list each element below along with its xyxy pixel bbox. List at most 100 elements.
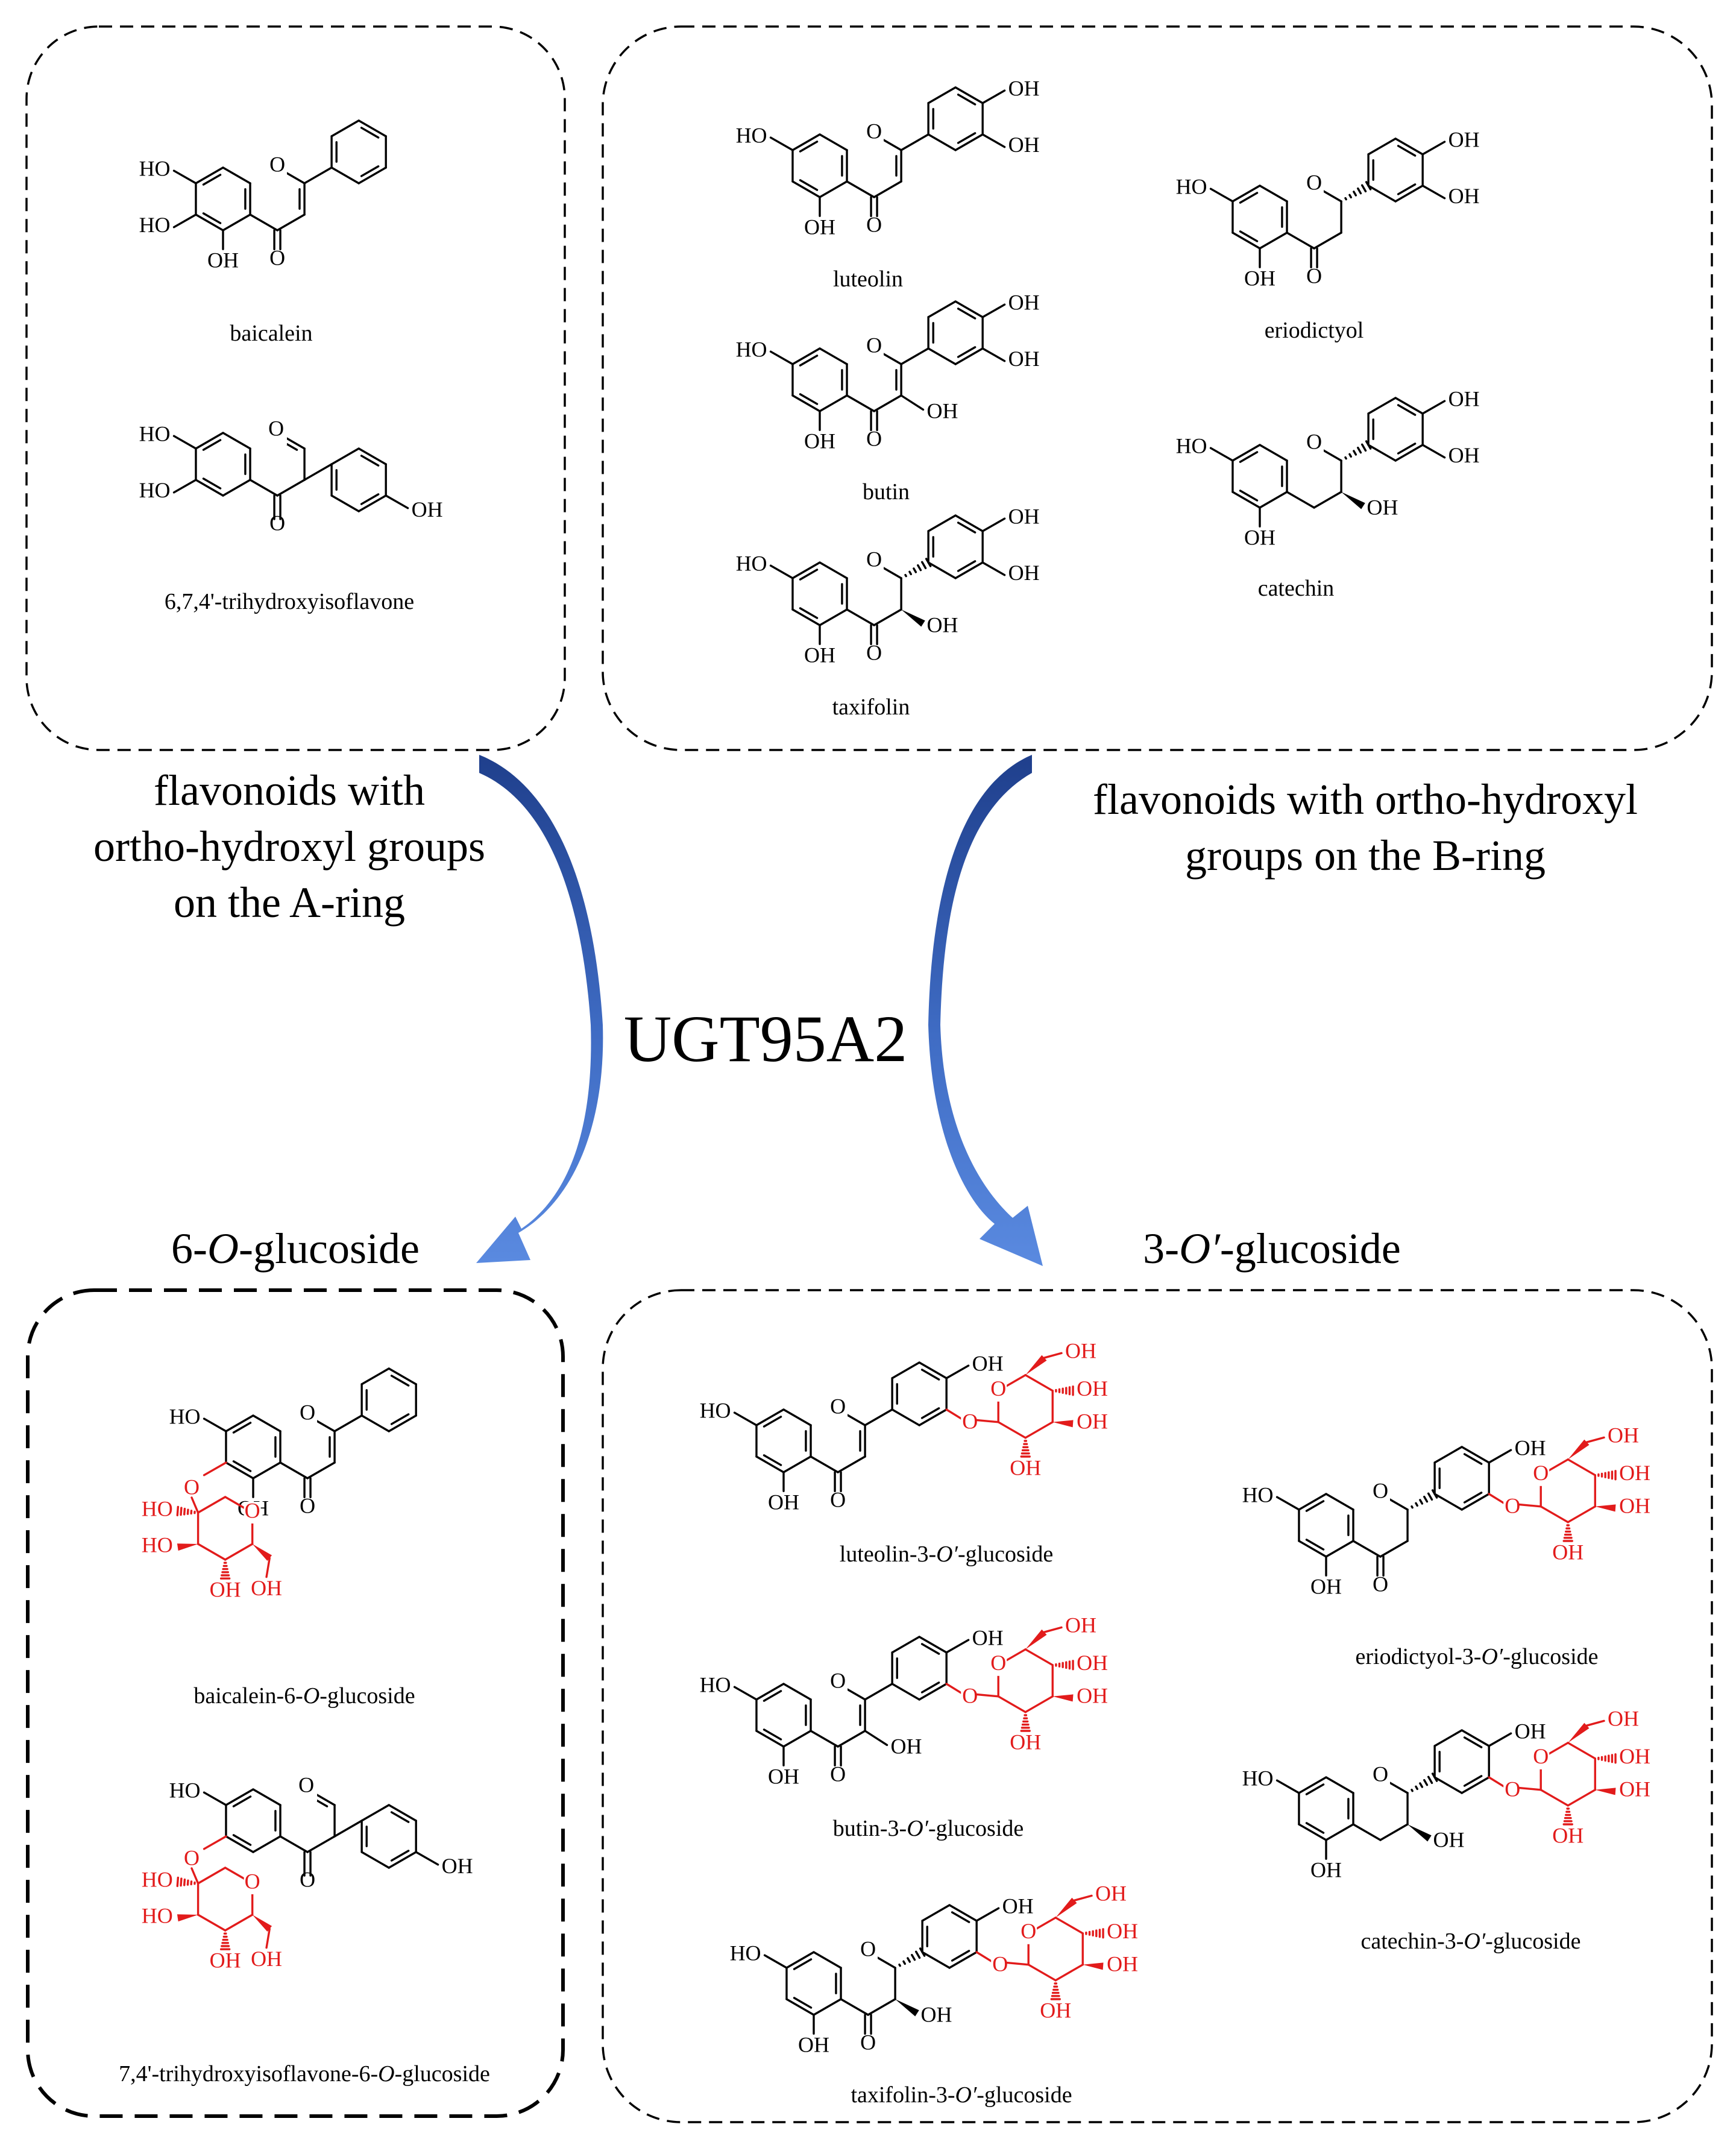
svg-text:OH: OH <box>921 2003 952 2027</box>
svg-text:O: O <box>245 1869 260 1893</box>
product-name-isoflavone-glucoside: 7,4'-trihydroxyisoflavone-6-O-glucoside <box>119 2061 490 2087</box>
svg-text:OH: OH <box>412 497 443 521</box>
svg-text:O: O <box>992 1952 1008 1976</box>
svg-text:OH: OH <box>1002 1894 1034 1918</box>
svg-text:O: O <box>866 547 882 571</box>
svg-text:OH: OH <box>1040 1998 1071 2022</box>
svg-text:OH: OH <box>1448 443 1480 467</box>
svg-text:OH: OH <box>210 1577 241 1601</box>
svg-text:OH: OH <box>1008 133 1040 157</box>
svg-text:OH: OH <box>1608 1423 1639 1448</box>
svg-text:OH: OH <box>1619 1461 1650 1485</box>
o3-product-box <box>602 1289 1713 2123</box>
svg-text:OH: OH <box>1619 1494 1650 1518</box>
svg-text:OH: OH <box>972 1625 1004 1649</box>
molecule-structures: OOOHHOHOOOOHHOHOOOOHHOOHOHOOOHOHHOOHOHOO… <box>139 76 1651 2056</box>
svg-text:OH: OH <box>1448 184 1480 208</box>
svg-text:OH: OH <box>1552 1823 1583 1847</box>
svg-text:O: O <box>184 1475 200 1499</box>
svg-text:OH: OH <box>1008 76 1040 100</box>
o6-glucoside-title: 6-O-glucoside <box>171 1224 420 1273</box>
left-curved-arrow <box>476 755 603 1263</box>
svg-text:O: O <box>300 1868 315 1892</box>
svg-text:OH: OH <box>891 1734 922 1759</box>
svg-text:HO: HO <box>139 213 171 237</box>
svg-text:O: O <box>866 119 882 143</box>
svg-text:OH: OH <box>1077 1376 1108 1400</box>
svg-text:O: O <box>990 1376 1006 1400</box>
svg-text:O: O <box>830 1488 846 1512</box>
svg-text:OH: OH <box>1107 1919 1138 1943</box>
svg-text:OH: OH <box>251 1947 282 1971</box>
svg-text:OH: OH <box>1515 1719 1546 1743</box>
svg-text:HO: HO <box>736 337 767 361</box>
svg-text:HO: HO <box>139 421 171 446</box>
svg-text:OH: OH <box>1448 127 1480 151</box>
svg-text:O: O <box>1373 1572 1388 1596</box>
svg-text:OH: OH <box>768 1490 799 1514</box>
product-name-luteolin-glucoside: luteolin-3-O′-glucoside <box>840 1542 1053 1567</box>
svg-text:O: O <box>860 2031 876 2055</box>
svg-text:HO: HO <box>700 1672 731 1697</box>
compound-name-taxifolin: taxifolin <box>832 695 910 720</box>
svg-text:OH: OH <box>1010 1455 1041 1479</box>
svg-text:OH: OH <box>207 248 239 272</box>
svg-text:OH: OH <box>1433 1828 1465 1852</box>
svg-text:OH: OH <box>1065 1613 1096 1637</box>
svg-text:O: O <box>245 1498 260 1522</box>
svg-text:OH: OH <box>804 215 835 239</box>
svg-text:HO: HO <box>1176 174 1207 198</box>
svg-text:O: O <box>830 1762 846 1786</box>
svg-text:OH: OH <box>1619 1744 1650 1768</box>
svg-text:O: O <box>962 1684 978 1708</box>
compound-name-luteolin: luteolin <box>833 266 903 292</box>
svg-text:OH: OH <box>1448 386 1480 411</box>
svg-text:OH: OH <box>1552 1540 1583 1564</box>
svg-text:OH: OH <box>798 2032 829 2056</box>
svg-text:OH: OH <box>1367 496 1398 520</box>
svg-text:O: O <box>1533 1744 1549 1768</box>
svg-text:O: O <box>1373 1478 1388 1502</box>
svg-text:OH: OH <box>1107 1952 1138 1976</box>
svg-text:OH: OH <box>1095 1882 1127 1906</box>
svg-text:HO: HO <box>700 1398 731 1422</box>
svg-text:HO: HO <box>139 478 171 502</box>
svg-text:O: O <box>1306 429 1322 453</box>
svg-text:OH: OH <box>804 643 835 667</box>
svg-text:O: O <box>830 1668 846 1692</box>
compound-name-butin: butin <box>863 479 910 505</box>
svg-text:OH: OH <box>1008 347 1040 371</box>
svg-text:O: O <box>990 1651 1006 1675</box>
svg-text:O: O <box>866 641 882 665</box>
svg-text:OH: OH <box>1008 561 1040 585</box>
o3-glucoside-title: 3-O′-glucoside <box>1143 1224 1401 1273</box>
svg-text:OH: OH <box>1244 525 1275 549</box>
svg-text:O: O <box>268 416 284 440</box>
product-name-eriodictyol-glucoside: eriodictyol-3-O′-glucoside <box>1356 1644 1599 1669</box>
svg-text:O: O <box>300 1400 315 1424</box>
svg-text:O: O <box>1533 1461 1549 1485</box>
compound-name-eriodictyol: eriodictyol <box>1265 318 1364 343</box>
svg-text:HO: HO <box>169 1778 201 1802</box>
svg-text:O: O <box>1021 1919 1036 1943</box>
svg-text:OH: OH <box>251 1576 282 1600</box>
svg-text:OH: OH <box>1008 504 1040 528</box>
svg-text:OH: OH <box>1310 1574 1342 1598</box>
svg-text:HO: HO <box>142 1497 173 1521</box>
b-ring-caption-line-1: flavonoids with ortho-hydroxyl <box>1093 775 1638 824</box>
svg-text:O: O <box>300 1494 315 1518</box>
right-curved-arrow <box>928 755 1043 1266</box>
